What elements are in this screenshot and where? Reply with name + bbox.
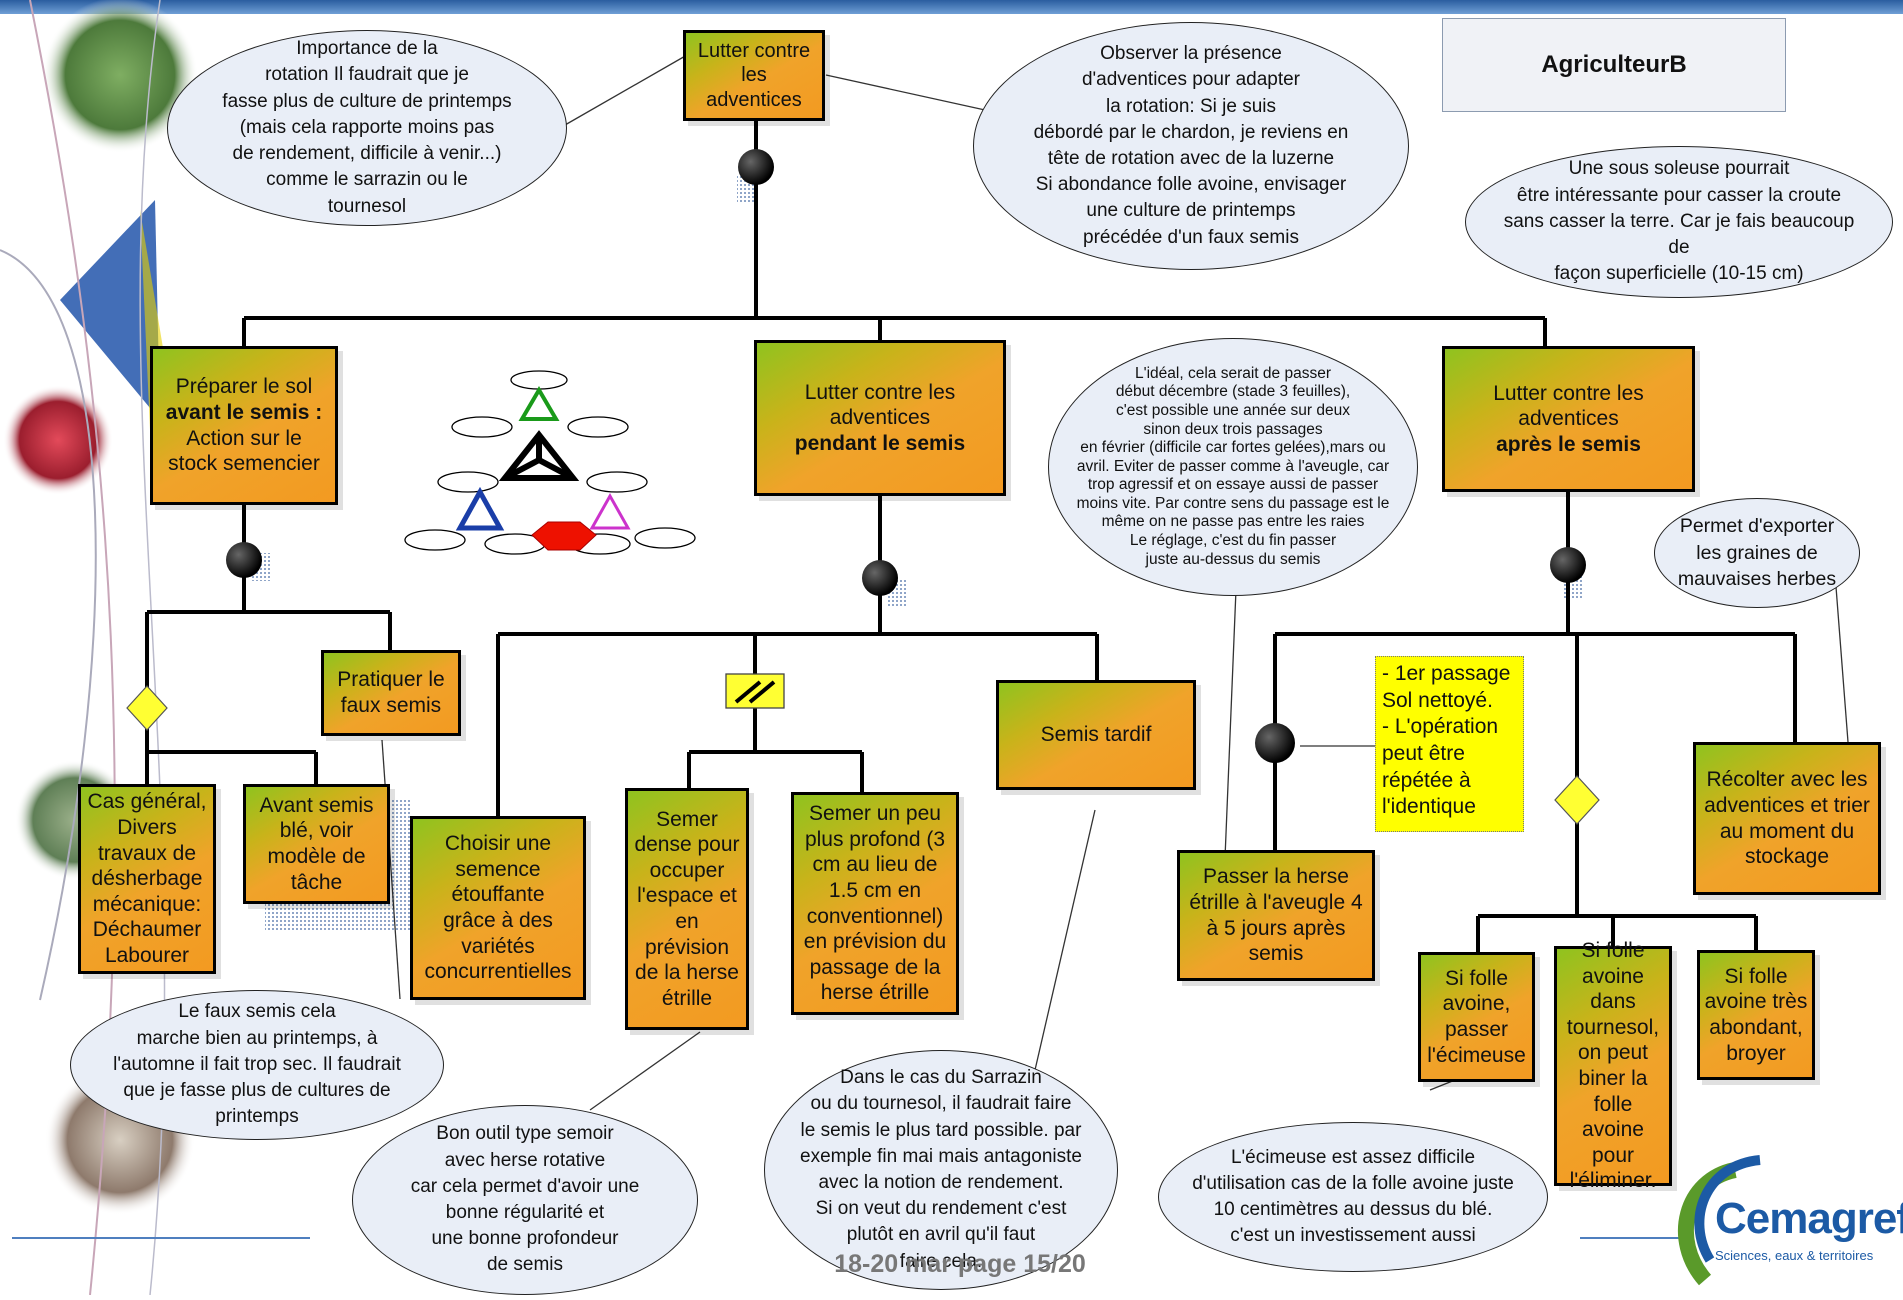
comment-faux-semis: Le faux semis cela marche bien au printe… [70,990,444,1140]
task-ecimeuse: Si folle avoine, passer l'écimeuse [1418,952,1535,1082]
task-cas-general: Cas général, Divers travaux de désherbag… [78,784,216,974]
cemagref-logo: Cemagref Sciences, eaux & territoires [1665,1150,1903,1295]
task-herse-etrille: Passer la herse étrille à l'aveugle 4 à … [1177,850,1375,981]
task-avant-semis-ble: Avant semis blé, voir modèle de tâche [243,784,390,904]
top-title-bar [0,0,1903,14]
decor-curve-1 [0,249,97,1001]
task-faux-semis: Pratiquer le faux semis [321,650,461,736]
logo-tagline: Sciences, eaux & territoires [1715,1248,1874,1263]
cemagref-swoosh-icon [1677,1155,1761,1286]
task-after-sowing: Lutter contre les adventices après le se… [1442,346,1695,492]
blue-triangle-shape [60,200,160,420]
comment-observer: Observer la présence d'adventices pour a… [973,22,1409,270]
comment-sarrazin: Dans le cas du Sarrazin ou du tournesol,… [764,1050,1118,1290]
task-semence-etouffante: Choisir une semence étouffante grâce à d… [410,816,586,1000]
comment-outil-semoir: Bon outil type semoir avec herse rotativ… [352,1105,698,1295]
farmer-name: AgriculteurB [1541,51,1687,78]
comment-exporter: Permet d'exporter les graines de mauvais… [1654,498,1860,608]
task-semer-profond: Semer un peu plus profond (3 cm au lieu … [791,792,959,1015]
comment-ideal-passage: L'idéal, cela serait de passer début déc… [1048,338,1418,596]
task-broyer: Si folle avoine très abondant, broyer [1697,950,1815,1080]
comment-rotation: Importance de la rotation Il faudrait qu… [167,30,567,226]
task-before-sowing: Préparer le sol avant le semis : Action … [150,346,338,505]
task-semis-tardif: Semis tardif [996,680,1196,790]
task-during-sowing: Lutter contre les adventices pendant le … [754,340,1006,496]
goal-root-lutter-adventices: Lutter contre les adventices [683,30,825,121]
comment-ecimeuse: L'écimeuse est assez difficile d'utilisa… [1158,1122,1548,1272]
landscape-photo [42,0,198,153]
yellow-sticky-note: - 1er passage Sol nettoyé. - L'opération… [1375,656,1524,832]
comment-sous-soleuse: Une sous soleuse pourrait être intéressa… [1465,146,1893,298]
farmer-title-box: AgriculteurB [1442,18,1786,112]
task-recolter: Récolter avec les adventices et trier au… [1693,742,1881,895]
footer-date-page: 18-20 mar page 15/20 [834,1250,1086,1278]
logo-name: Cemagref [1715,1194,1903,1243]
task-tournesol: Si folle avoine dans tournesol, on peut … [1554,939,1672,1192]
task-semer-dense: Semer dense pour occuper l'espace et en … [625,788,749,1030]
